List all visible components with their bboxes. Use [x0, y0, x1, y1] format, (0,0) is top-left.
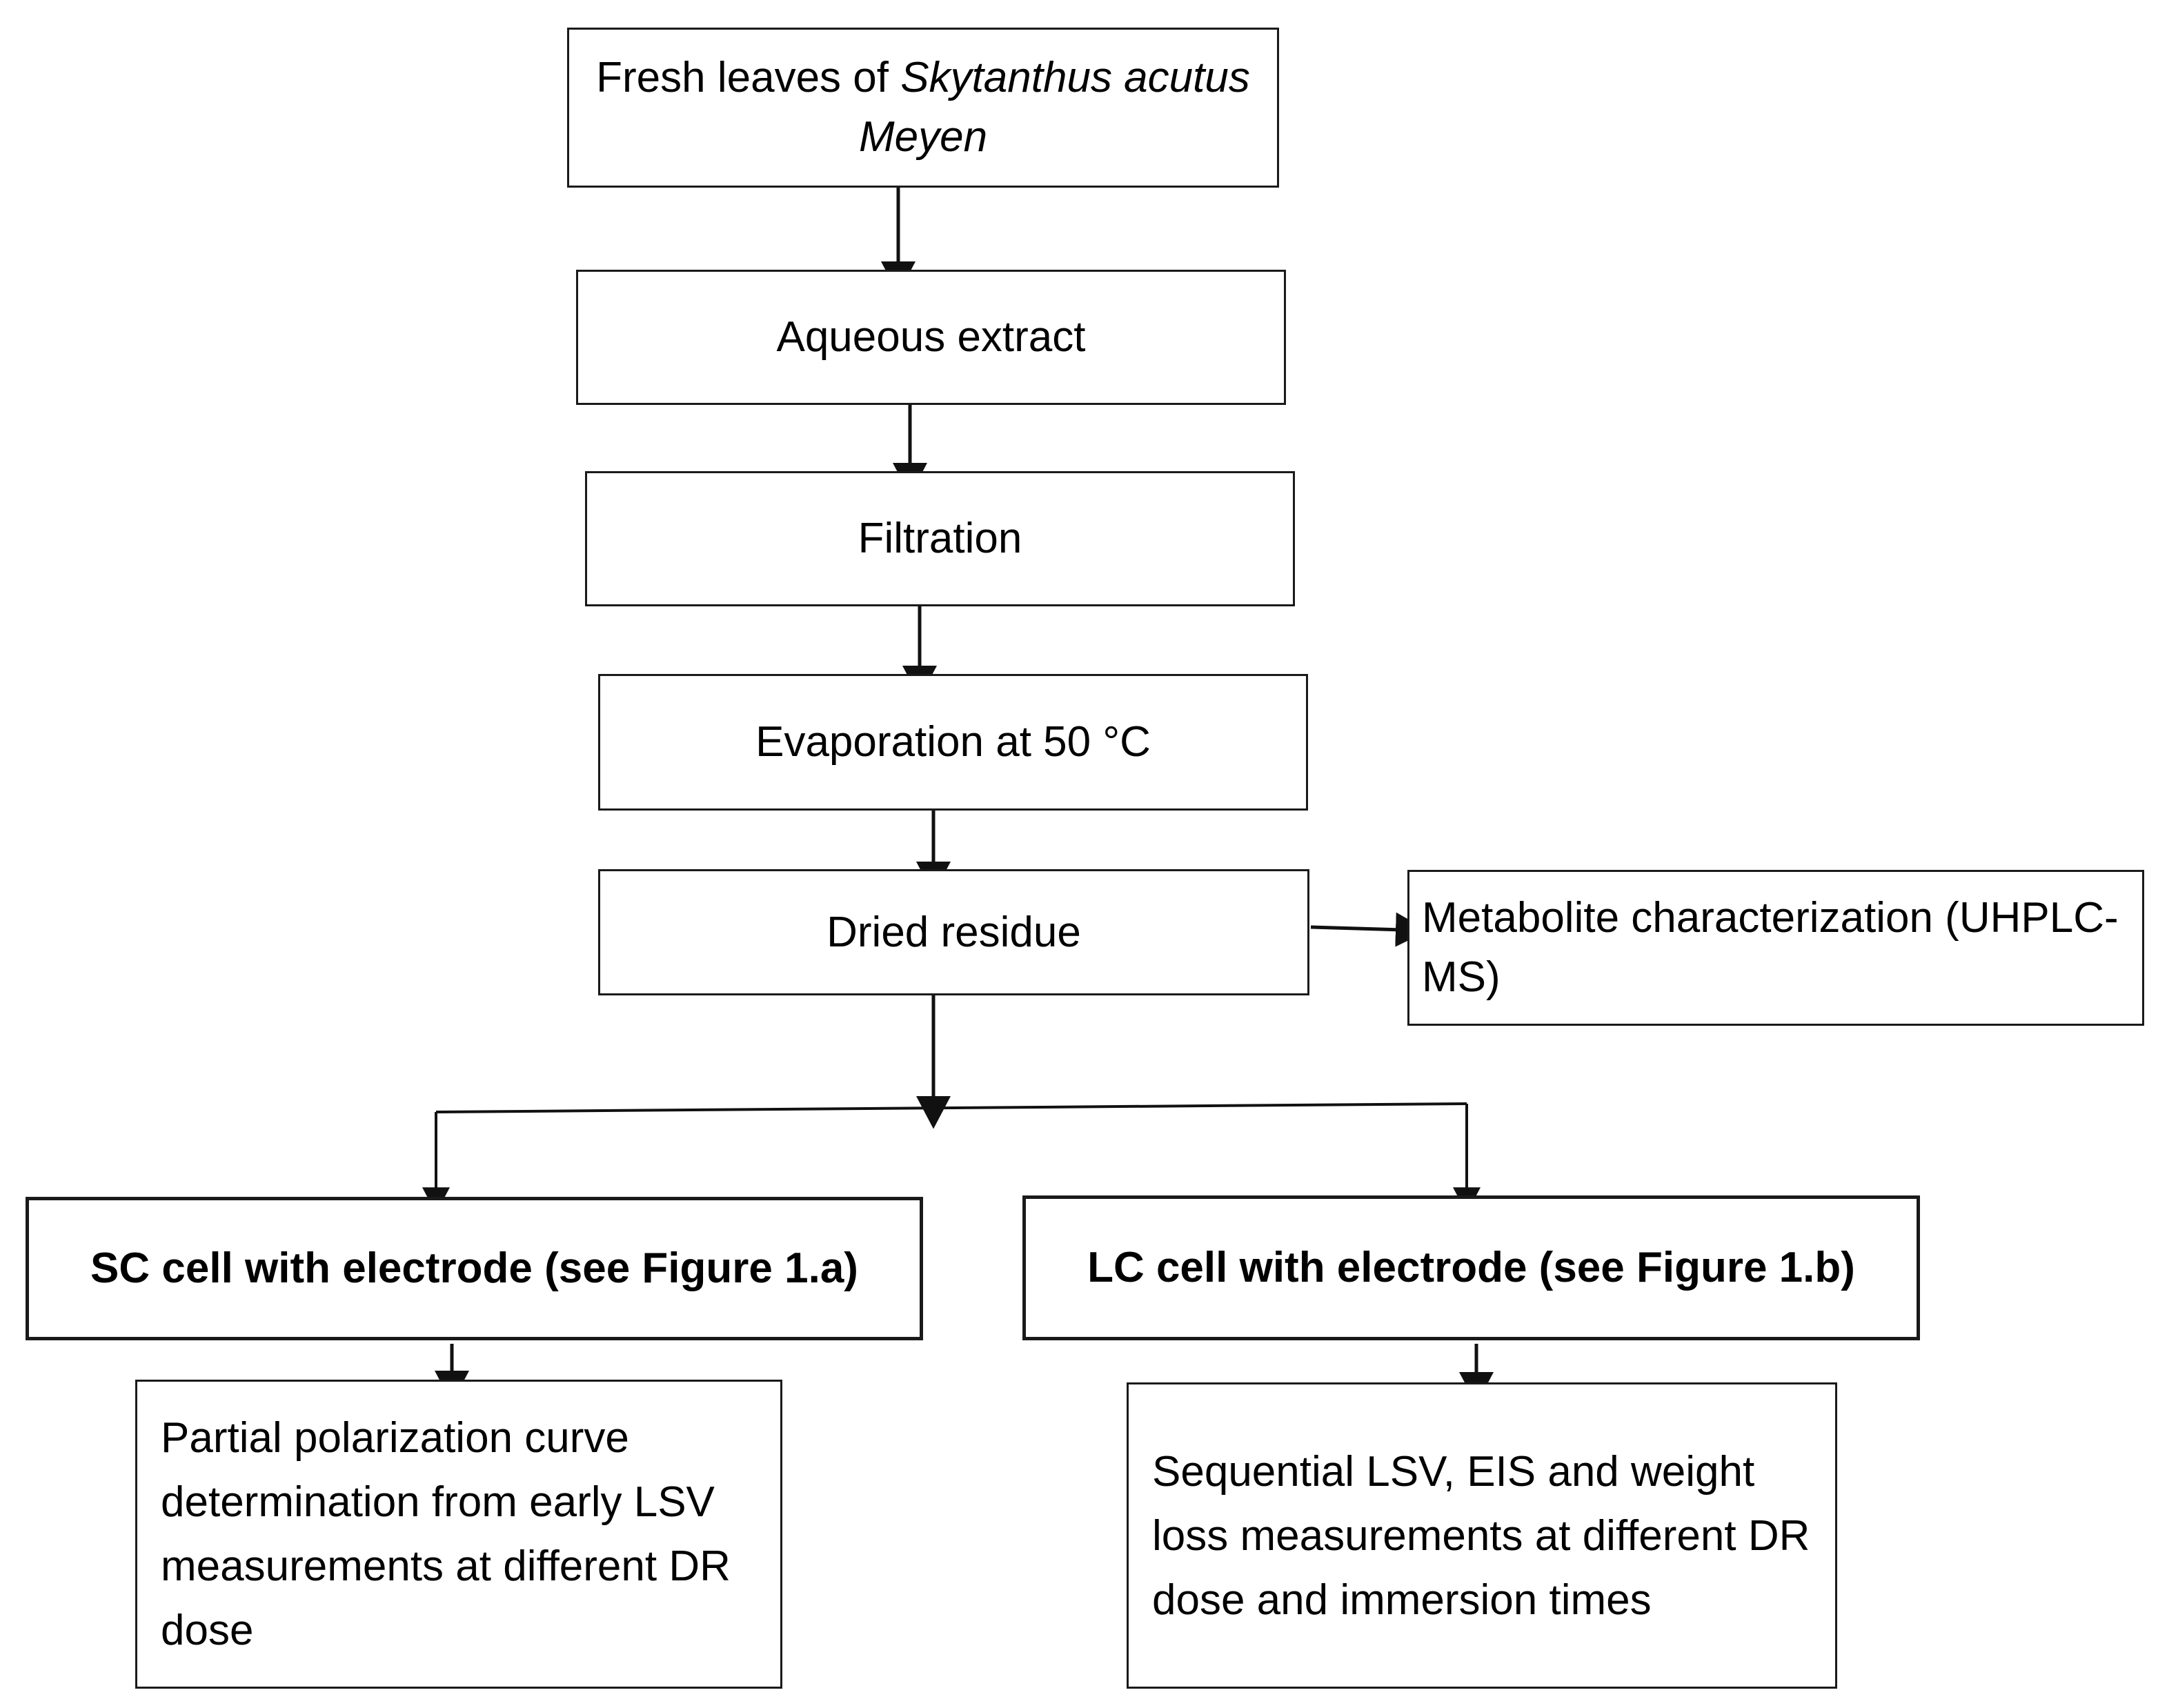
node-dried-residue-label: Dried residue [826, 908, 1081, 956]
node-fresh-leaves: Fresh leaves of Skytanthus acutus Meyen [567, 28, 1279, 188]
node-metabolite-characterization: Metabolite characterization (UHPLC-MS) [1407, 870, 2144, 1026]
node-fresh-leaves-label: Fresh leaves of Skytanthus acutus Meyen [596, 54, 1250, 161]
node-lc-cell: LC cell with electrode (see Figure 1.b) [1022, 1195, 1920, 1340]
arrow-dried-residue-to-metabolite [1310, 912, 1429, 947]
node-evaporation-label: Evaporation at 50 °C [755, 718, 1151, 766]
node-filtration-label: Filtration [858, 515, 1022, 563]
node-sc-cell-label: SC cell with electrode (see Figure 1.a) [90, 1244, 858, 1293]
node-metabolite-characterization-label: Metabolite characterization (UHPLC-MS) [1422, 894, 2119, 1001]
node-sc-measurements-label: Partial polarization curve determination… [161, 1414, 731, 1654]
node-aqueous-extract: Aqueous extract [576, 270, 1286, 405]
node-evaporation: Evaporation at 50 °C [598, 674, 1308, 811]
node-lc-measurements-label: Sequential LSV, EIS and weight loss meas… [1152, 1447, 1810, 1624]
node-aqueous-extract-label: Aqueous extract [776, 313, 1086, 361]
node-lc-measurements: Sequential LSV, EIS and weight loss meas… [1127, 1382, 1837, 1689]
node-lc-cell-label: LC cell with electrode (see Figure 1.b) [1087, 1244, 1855, 1292]
species-name: Skytanthus acutus Meyen [858, 54, 1250, 161]
node-dried-residue: Dried residue [598, 869, 1309, 995]
node-filtration: Filtration [585, 471, 1295, 606]
node-sc-measurements: Partial polarization curve determination… [135, 1380, 782, 1689]
node-sc-cell: SC cell with electrode (see Figure 1.a) [26, 1197, 923, 1340]
arrow-dried-residue-to-split [422, 995, 1481, 1214]
